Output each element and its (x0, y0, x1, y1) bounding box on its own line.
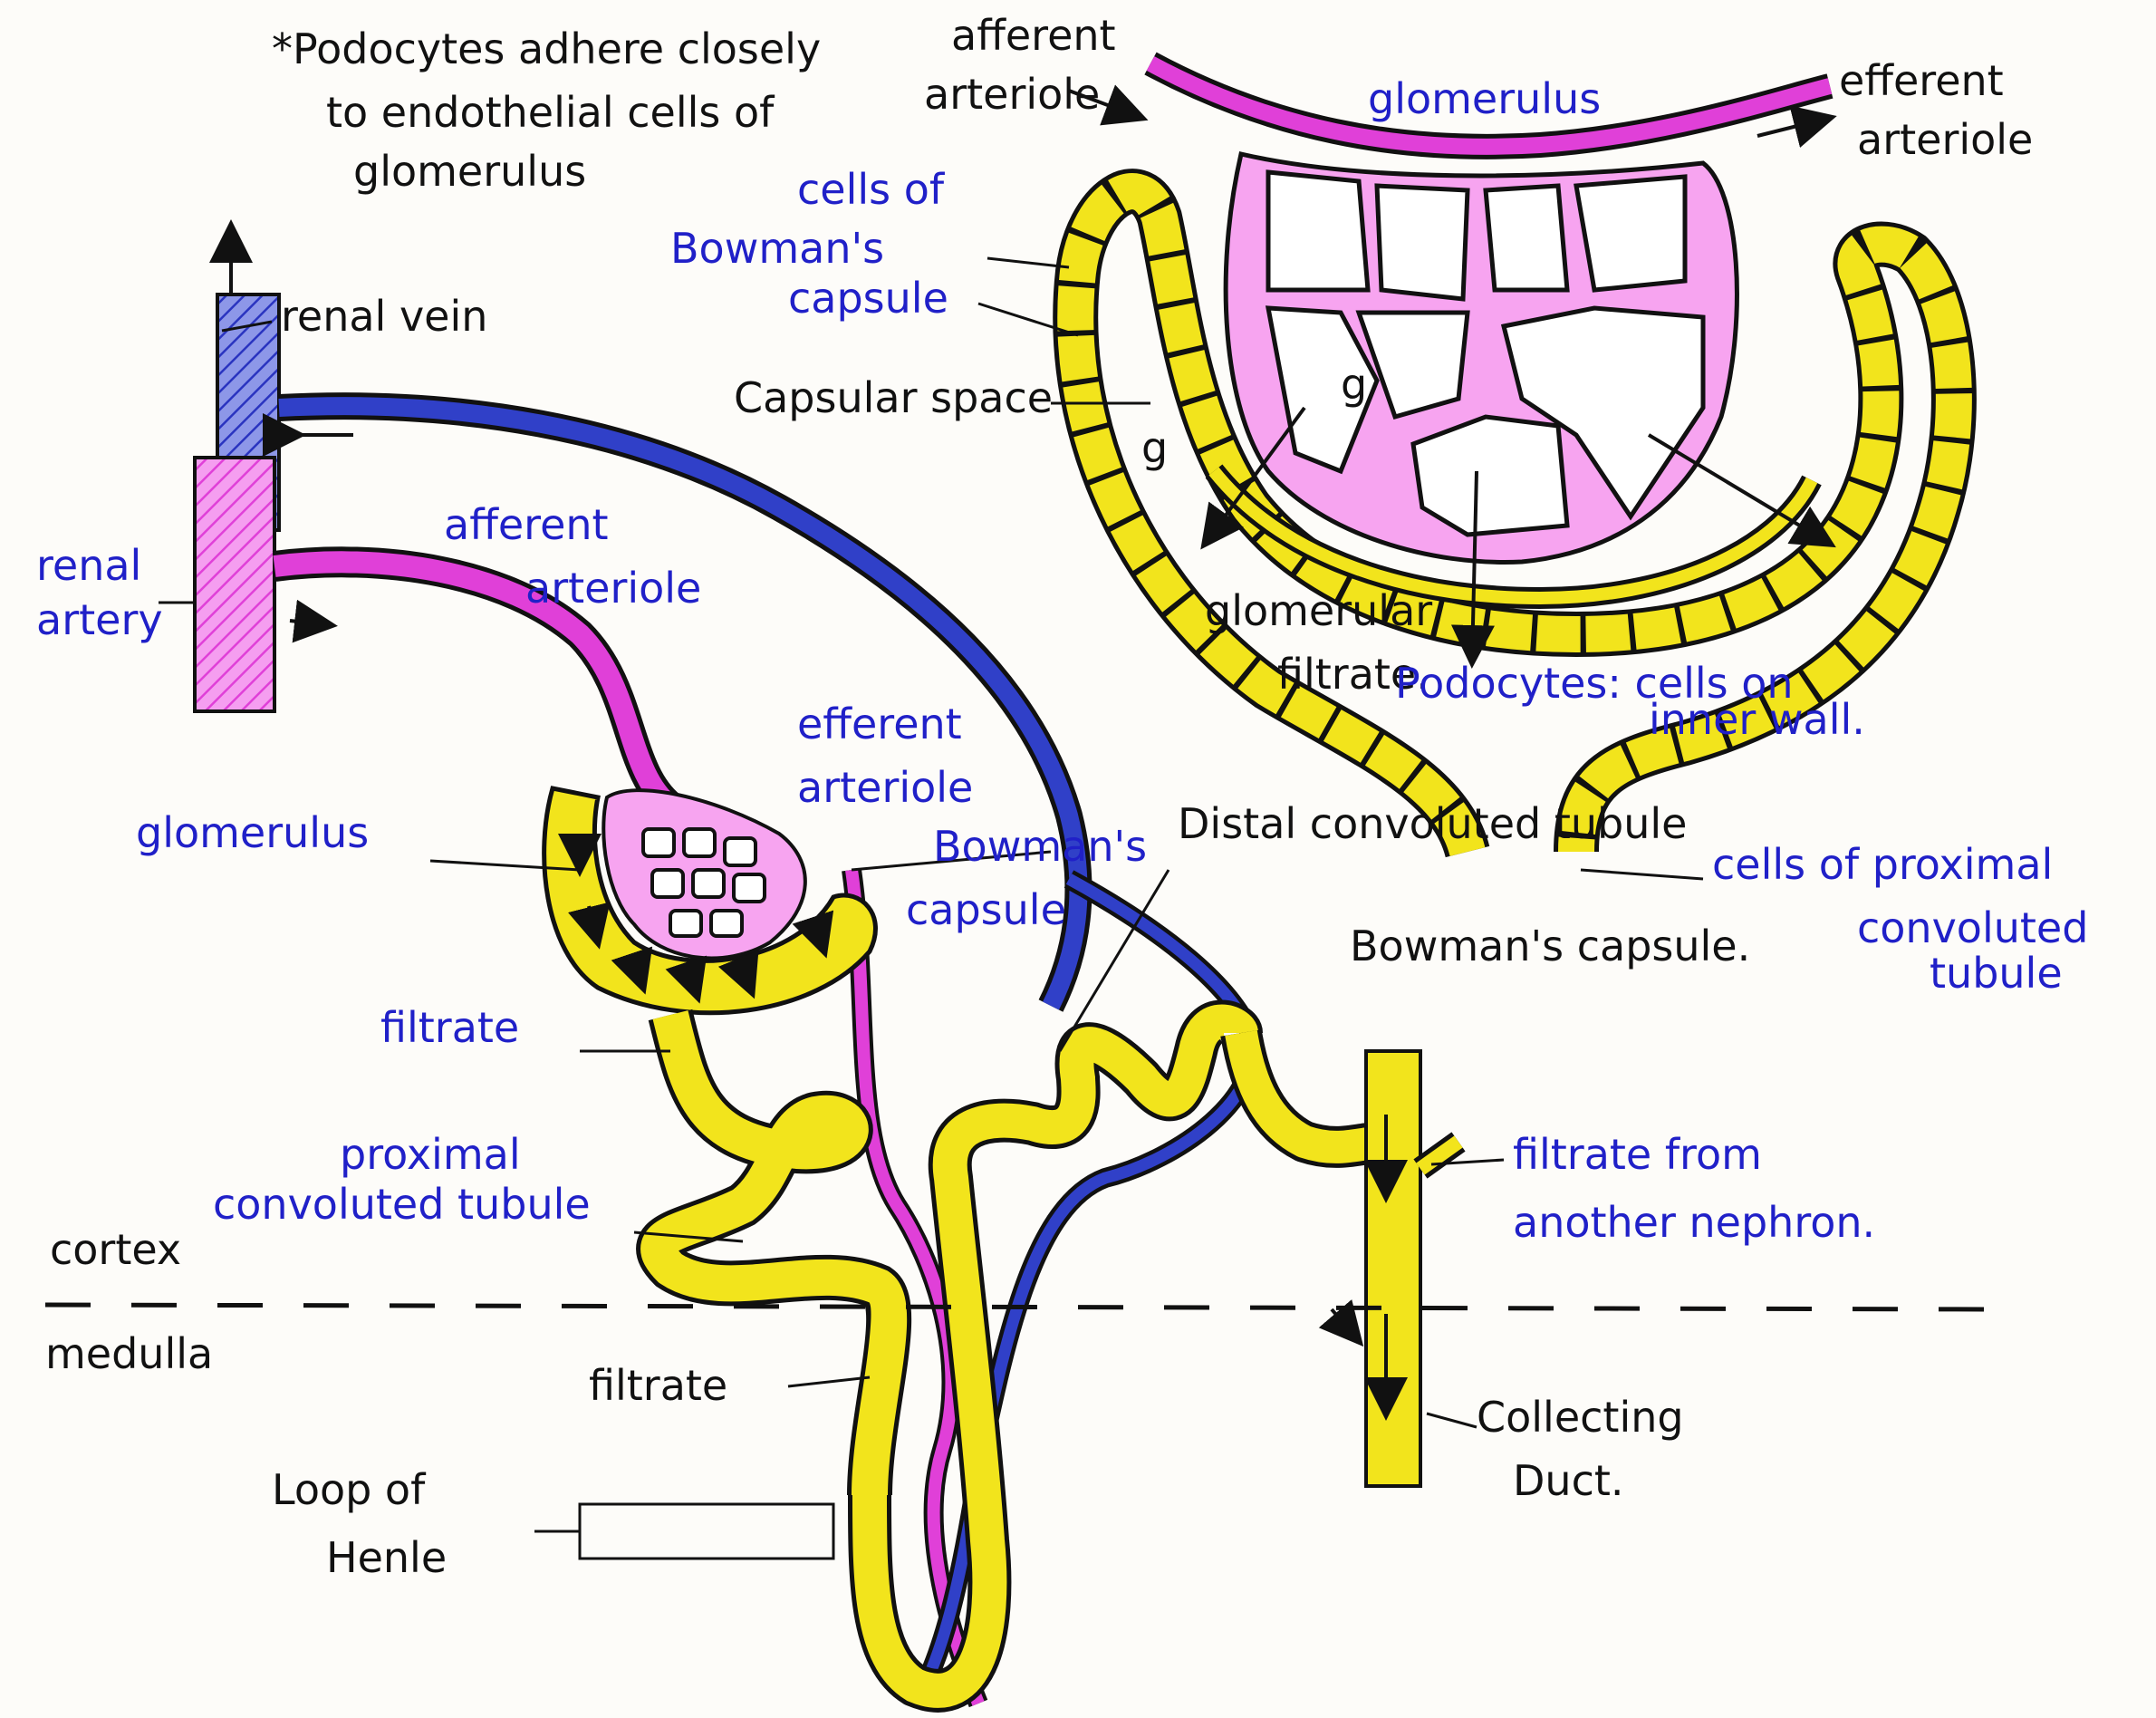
podocyte-note-line2: to endothelial cells of (326, 88, 775, 137)
collecting-duct (1364, 1049, 1422, 1488)
label-filtrate-bottom: filtrate (589, 1361, 727, 1410)
inset-filtrate-arrow-1 (1200, 406, 1306, 550)
inset-g-mark-1: g (1341, 360, 1367, 409)
artery-in-arrow (289, 599, 338, 643)
inset-filtrate-arrow-2 (1450, 470, 1495, 669)
label-loop-of-henle-2: Henle (326, 1533, 447, 1582)
label-collecting-duct-2: Duct. (1513, 1456, 1624, 1505)
label-filtrate-from-1: filtrate from (1513, 1130, 1762, 1179)
label-bowmans-capsule-1: Bowman's (933, 822, 1147, 871)
inset-label-efferent-1: efferent (1839, 56, 2004, 105)
label-renal-artery-2: artery (36, 595, 163, 644)
inset-g-mark-2: g (1141, 423, 1168, 472)
inset-label-proximal-cells-3: tubule (1930, 949, 2063, 998)
inset-label-podocytes-2: inner wall. (1649, 695, 1865, 744)
label-bowmans-capsule-2: capsule (906, 885, 1066, 934)
loop-of-henle-bracket (534, 1502, 835, 1560)
label-proximal-1: proximal (340, 1130, 521, 1179)
inset-label-glomerular-filtrate-1: glomerular (1205, 586, 1432, 635)
inset-capillary-loops (1265, 169, 1706, 537)
podocyte-note-line1: *Podocytes adhere closely (272, 24, 821, 73)
label-renal-vein: renal vein (281, 292, 487, 341)
filtrate-arrows (558, 834, 834, 1004)
label-efferent-arteriole-1: efferent (797, 700, 962, 748)
label-loop-of-henle-1: Loop of (272, 1465, 427, 1514)
inset-label-capsular-space: Capsular space (734, 373, 1053, 422)
label-medulla: medulla (45, 1329, 213, 1378)
label-filtrate-top: filtrate (380, 1003, 519, 1052)
label-distal-tubule: Distal convoluted tubule (1178, 799, 1687, 848)
label-glomerulus: glomerulus (136, 808, 369, 857)
label-collecting-duct-1: Collecting (1477, 1393, 1684, 1442)
inset-label-afferent-1: afferent (951, 11, 1116, 60)
label-renal-artery-1: renal (36, 541, 141, 590)
inset-label-cells-bowman-1: cells of (797, 165, 946, 214)
glomerulus-capillary-loops (641, 827, 766, 938)
renal-artery (193, 456, 276, 713)
label-afferent-arteriole-2: arteriole (525, 564, 701, 613)
label-afferent-arteriole-1: afferent (444, 500, 609, 549)
podocyte-note-line3: glomerulus (353, 147, 586, 196)
label-filtrate-from-2: another nephron. (1513, 1198, 1875, 1247)
inset-efferent-arrow (1757, 105, 1837, 148)
inset-label-glomerulus: glomerulus (1368, 74, 1601, 123)
inset-label-podocytes-1: Podocytes: cells on (1395, 659, 1794, 708)
duct-branch-arrow (1318, 1299, 1364, 1347)
inset-title: Bowman's capsule. (1350, 922, 1750, 970)
inset-label-proximal-cells-2: convoluted (1857, 903, 2088, 952)
cortex-medulla-boundary (44, 1302, 1994, 1312)
label-cortex: cortex (50, 1225, 181, 1274)
inset-afferent-arrow (1068, 84, 1149, 126)
inset-label-efferent-2: arteriole (1857, 115, 2033, 164)
inset-label-cells-bowman-2: Bowman's (670, 224, 884, 273)
inset-label-afferent-2: arteriole (924, 70, 1100, 119)
label-efferent-arteriole-2: arteriole (797, 763, 973, 812)
inset-label-proximal-cells-1: cells of proximal (1712, 840, 2053, 889)
inset-label-cells-bowman-3: capsule (788, 274, 948, 323)
label-proximal-2: convoluted tubule (213, 1180, 591, 1229)
inset-filtrate-arrow-3 (1647, 433, 1836, 548)
leader-lines (159, 256, 1704, 1429)
inset-label-glomerular-filtrate-2: filtrate. (1277, 650, 1429, 699)
